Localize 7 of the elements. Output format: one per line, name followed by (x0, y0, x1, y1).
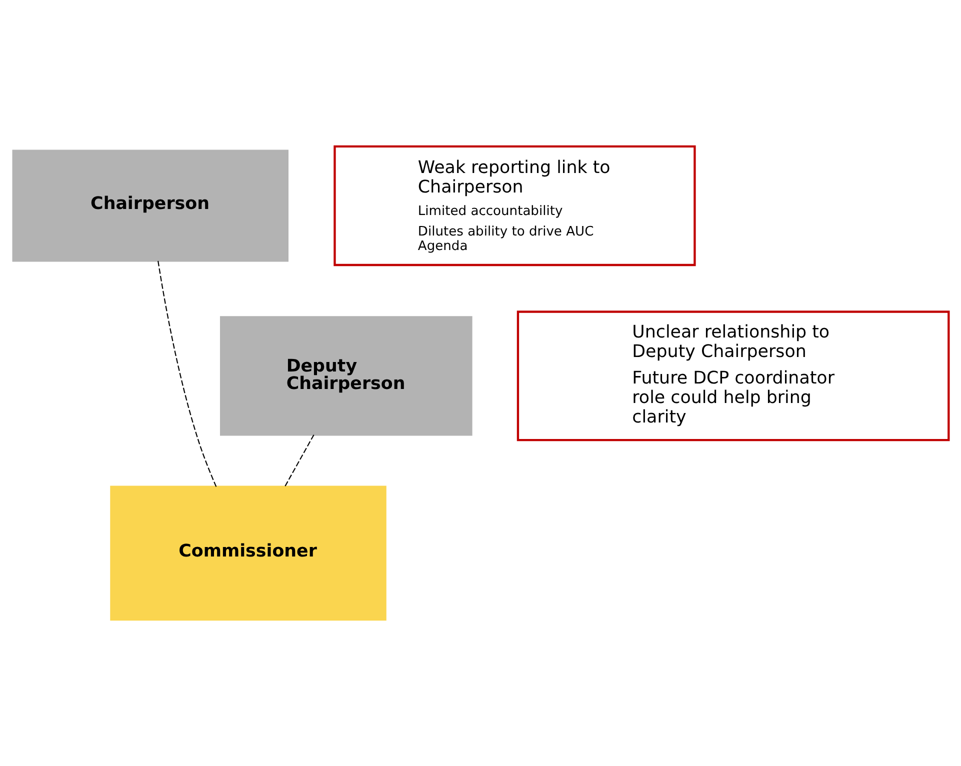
connector (157, 260, 216, 487)
connector (284, 434, 314, 488)
node-box: Chairperson (12, 150, 288, 262)
node-box: Commissioner (110, 486, 386, 621)
node-box: Unclear relationship to Deputy Chairperson Future DCP coordinator role could help bring clarity (516, 310, 950, 442)
node-box: Weak reporting link to Chairperson Limited accountability Dilutes ability to drive AUC Agenda (333, 145, 696, 266)
node-box: Deputy Chairperson (219, 316, 472, 436)
